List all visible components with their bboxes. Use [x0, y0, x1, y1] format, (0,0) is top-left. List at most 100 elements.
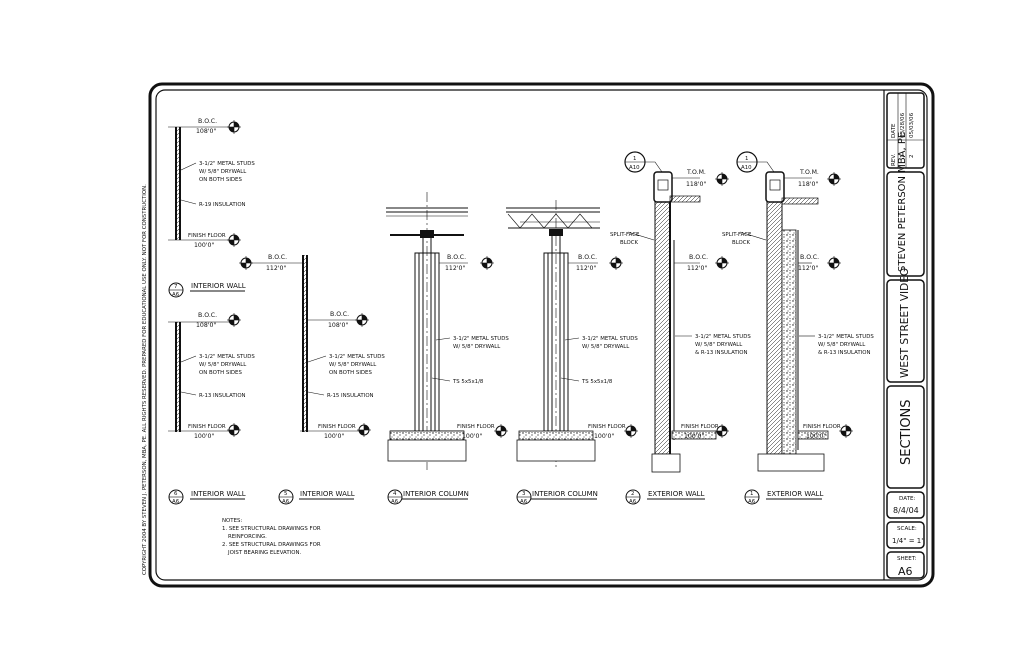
svg-text:T.O.M.: T.O.M.	[686, 169, 706, 176]
svg-text:FINISH FLOOR: FINISH FLOOR	[681, 424, 719, 430]
svg-text:3-1/2" METAL STUDS: 3-1/2" METAL STUDS	[818, 334, 874, 340]
svg-text:5: 5	[284, 491, 287, 497]
svg-text:100'0": 100'0"	[806, 433, 826, 440]
svg-text:FINISH FLOOR: FINISH FLOOR	[318, 424, 356, 430]
rev-1-date: 03/28/06	[900, 112, 906, 138]
svg-text:A6: A6	[172, 292, 180, 298]
svg-text:1: 1	[750, 491, 753, 497]
section-title-1: 1 A6 EXTERIOR WALL	[744, 489, 824, 505]
svg-text:A6: A6	[391, 499, 399, 505]
date-header: DATE	[891, 123, 897, 138]
elevation-marker-icon	[354, 312, 370, 328]
section-title-4: 4 A6 INTERIOR COLUMN	[387, 489, 469, 505]
note-drywall: W/ 5/8" DRYWALL	[199, 169, 246, 175]
svg-text:& R-13 INSULATION: & R-13 INSULATION	[695, 350, 748, 356]
svg-text:A6: A6	[172, 499, 180, 505]
scale-label: SCALE:	[897, 526, 917, 532]
svg-text:118'0": 118'0"	[798, 181, 818, 188]
elevation-marker-icon	[623, 423, 639, 439]
svg-text:B.O.C.: B.O.C.	[689, 254, 708, 261]
svg-text:B.O.C.: B.O.C.	[268, 254, 287, 261]
finish-floor-label: FINISH FLOOR	[188, 233, 226, 239]
rev-1: 1	[900, 154, 906, 158]
section-7-interior-wall: B.O.C. 108'0" 3-1/2" METAL STUDS W/ 5/8"…	[168, 118, 255, 249]
svg-text:SPLIT-FACE: SPLIT-FACE	[610, 232, 640, 238]
svg-text:1. SEE STRUCTURAL DRAWINGS FOR: 1. SEE STRUCTURAL DRAWINGS FOR	[222, 526, 321, 532]
svg-text:112'0": 112'0"	[798, 265, 818, 272]
svg-text:100'0": 100'0"	[462, 433, 482, 440]
callout-sheet: A10	[629, 165, 640, 171]
section-5-interior-wall: B.O.C. 112'0" B.O.C. 108'0" 3-1/2" METAL…	[238, 254, 385, 440]
svg-text:3-1/2" METAL STUDS: 3-1/2" METAL STUDS	[453, 336, 509, 342]
svg-text:NOTES:: NOTES:	[222, 518, 242, 524]
section-5-title: INTERIOR WALL	[300, 490, 355, 498]
svg-text:W/ 5/8" DRYWALL: W/ 5/8" DRYWALL	[199, 362, 246, 368]
svg-text:W/ 5/8" DRYWALL: W/ 5/8" DRYWALL	[329, 362, 376, 368]
finish-floor-elev: 100'0"	[194, 242, 214, 249]
sheet-label: SHEET:	[897, 556, 917, 562]
section-1-title: EXTERIOR WALL	[767, 490, 824, 498]
svg-text:3-1/2" METAL STUDS: 3-1/2" METAL STUDS	[582, 336, 638, 342]
svg-text:3-1/2" METAL STUDS: 3-1/2" METAL STUDS	[695, 334, 751, 340]
svg-text:BLOCK: BLOCK	[620, 240, 639, 246]
svg-text:A6: A6	[629, 499, 637, 505]
svg-text:JOIST BEARING ELEVATION.: JOIST BEARING ELEVATION.	[227, 550, 301, 556]
sheet-title: SECTIONS	[899, 399, 914, 465]
sheet-value: A6	[898, 565, 913, 578]
svg-text:W/ 5/8" DRYWALL: W/ 5/8" DRYWALL	[695, 342, 742, 348]
elevation-marker-icon	[226, 119, 242, 135]
section-2-title: EXTERIOR WALL	[648, 490, 705, 498]
svg-text:REINFORCING.: REINFORCING.	[228, 534, 267, 540]
svg-text:112'0": 112'0"	[445, 265, 465, 272]
notes: NOTES: 1. SEE STRUCTURAL DRAWINGS FOR RE…	[222, 518, 321, 556]
svg-text:112'0": 112'0"	[687, 265, 707, 272]
svg-text:T.O.M.: T.O.M.	[799, 169, 819, 176]
elevation-marker-icon	[826, 255, 842, 271]
svg-text:6: 6	[174, 491, 178, 497]
svg-text:100'0": 100'0"	[594, 433, 614, 440]
rev-2-date: 05/03/06	[909, 112, 915, 138]
elevation-marker-icon	[714, 171, 730, 187]
svg-text:100'0": 100'0"	[324, 433, 344, 440]
project-name: WEST STREET VIDEO	[899, 268, 911, 378]
svg-text:112'0": 112'0"	[576, 265, 596, 272]
section-1-exterior-wall: 1 A10 T.O.M. 118'0" SPLIT-FACE BLOCK B.O…	[722, 151, 874, 472]
elevation-marker-icon	[226, 312, 242, 328]
svg-text:A6: A6	[520, 499, 528, 505]
svg-text:W/ 5/8" DRYWALL: W/ 5/8" DRYWALL	[453, 344, 500, 350]
section-3-interior-column: B.O.C. 112'0" 3-1/2" METAL STUDS W/ 5/8"…	[506, 200, 639, 470]
svg-text:ON BOTH SIDES: ON BOTH SIDES	[329, 370, 372, 376]
svg-text:2: 2	[631, 491, 634, 497]
svg-text:2. SEE STRUCTURAL DRAWINGS FOR: 2. SEE STRUCTURAL DRAWINGS FOR	[222, 542, 321, 548]
section-6-interior-wall: B.O.C. 108'0" 3-1/2" METAL STUDS W/ 5/8"…	[168, 312, 255, 440]
svg-text:W/ 5/8" DRYWALL: W/ 5/8" DRYWALL	[818, 342, 865, 348]
svg-text:FINISH FLOOR: FINISH FLOOR	[457, 424, 495, 430]
svg-text:100'0": 100'0"	[194, 433, 214, 440]
svg-text:108'0": 108'0"	[328, 322, 348, 329]
rev-header: REV.	[891, 153, 897, 166]
section-title-7: 7 A6 INTERIOR WALL	[168, 282, 246, 298]
elevation-marker-icon	[714, 255, 730, 271]
svg-text:3: 3	[522, 491, 525, 497]
elevation-marker-icon	[226, 422, 242, 438]
elevation-marker-icon	[826, 171, 842, 187]
svg-text:112'0": 112'0"	[266, 265, 286, 272]
svg-text:& R-13 INSULATION: & R-13 INSULATION	[818, 350, 871, 356]
svg-text:118'0": 118'0"	[686, 181, 706, 188]
svg-text:108'0": 108'0"	[196, 322, 216, 329]
designer-name: STEVEN PETERSON MBA, PE	[897, 132, 908, 272]
svg-text:B.O.C.: B.O.C.	[800, 254, 819, 261]
elevation-marker-icon	[226, 232, 242, 248]
elevation-marker-icon	[493, 423, 509, 439]
inner-border	[155, 89, 928, 581]
date-label: DATE:	[899, 496, 916, 502]
callout-num: 1	[633, 156, 636, 162]
svg-text:FINISH FLOOR: FINISH FLOOR	[803, 424, 841, 430]
scale-value: 1/4" = 1'	[892, 537, 923, 545]
svg-text:R-13 INSULATION: R-13 INSULATION	[199, 393, 246, 399]
svg-text:A6: A6	[282, 499, 290, 505]
svg-text:TS 5x5x1/8: TS 5x5x1/8	[581, 379, 613, 385]
date-value: 8/4/04	[893, 506, 919, 515]
note-studs: 3-1/2" METAL STUDS	[199, 161, 255, 167]
svg-text:BLOCK: BLOCK	[732, 240, 751, 246]
